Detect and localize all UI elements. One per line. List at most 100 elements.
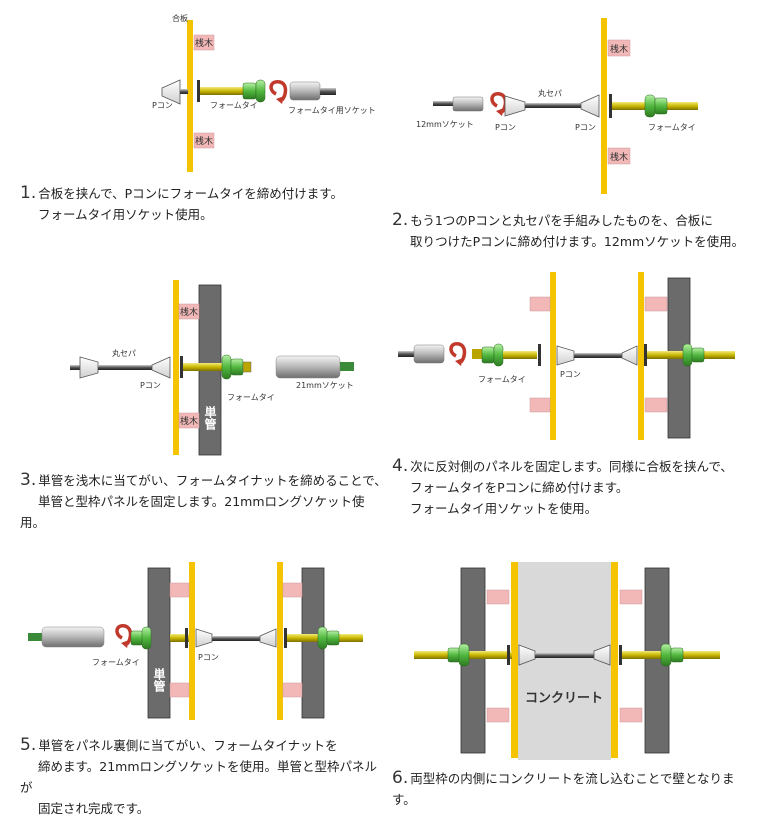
p-cone — [593, 644, 611, 666]
p-cone — [259, 628, 277, 648]
cleat — [644, 397, 668, 413]
form-tie-rod — [200, 87, 244, 95]
p-cone-bolt — [180, 89, 188, 94]
cleat — [529, 296, 551, 312]
cleat — [619, 707, 643, 723]
cleat — [169, 682, 190, 698]
plywood-board — [550, 272, 556, 440]
form-tie-socket-shank — [398, 351, 414, 357]
caption-line: 固定され完成です。 — [38, 801, 150, 816]
cleat — [486, 589, 510, 605]
plywood-board — [611, 562, 618, 758]
caption-line: が — [20, 780, 33, 795]
steel-pipe-label: 単管 — [152, 667, 166, 693]
form-tie-socket — [413, 344, 445, 364]
form-tie-label: フォームタイ — [210, 101, 258, 110]
step-number: 6. — [392, 768, 409, 788]
step-number: 5. — [20, 735, 37, 755]
concrete-label: コンクリート — [525, 691, 603, 706]
form-tie-label: フォームタイ — [478, 375, 526, 384]
washer — [644, 344, 647, 366]
form-tie-nut — [660, 643, 672, 667]
cleat-label: 桟木 — [180, 415, 198, 427]
p-cone-label: Pコン — [560, 370, 581, 379]
socket-21mm — [275, 355, 341, 379]
panel-2: 桟木 桟木 12mmソケット Pコン 丸セパ Pコン フォームタイ — [416, 18, 698, 194]
step-number: 4. — [392, 456, 409, 476]
caption-line: 両型枠の内側にコンクリートを流し込むことで壁となりま — [410, 771, 735, 786]
separator-rod — [535, 653, 594, 658]
step-2-caption: 2.もう1つのPコンと丸セパを手組みしたものを、合板に 取りつけたPコンに締め付… — [392, 210, 744, 252]
plywood-board — [173, 280, 179, 455]
separator-rod — [70, 365, 80, 370]
form-tie-nut — [447, 647, 461, 663]
p-cone — [621, 345, 638, 366]
plywood-board — [601, 18, 607, 194]
steel-pipe-label: 単管 — [203, 405, 217, 431]
p-cone-label: Pコン — [152, 101, 173, 110]
step-1-caption: 1.合板を挟んで、Pコンにフォームタイを締め付けます。 フォームタイ用ソケット使… — [20, 183, 343, 225]
separator-rod — [98, 365, 152, 370]
form-tie-nut — [493, 343, 504, 367]
cleat-label: 桟木 — [610, 151, 628, 163]
caption-line: 単管と型枠パネルを固定します。21mmロングソケット使 — [38, 494, 365, 509]
p-cone — [580, 94, 600, 118]
form-tie-nut — [141, 626, 152, 650]
form-tie-rod — [170, 634, 189, 642]
form-tie-socket-label: フォームタイ用ソケット — [288, 106, 376, 115]
step-number: 3. — [20, 470, 37, 490]
cleat — [282, 682, 303, 698]
form-tie-nut — [130, 630, 144, 646]
cleat — [193, 132, 215, 149]
caption-line: フォームタイ用ソケットを使用。 — [410, 501, 598, 516]
cleat — [178, 303, 200, 320]
form-tie-nut — [691, 347, 705, 363]
panel-6: コンクリート — [414, 562, 720, 760]
form-tie-nut — [654, 97, 668, 115]
separator-label: 丸セパ — [538, 88, 562, 98]
form-tie-rod — [503, 351, 537, 359]
plywood-board — [638, 272, 644, 440]
rotate-arrow-icon — [115, 624, 133, 646]
cleat-label: 桟木 — [180, 306, 198, 318]
washer — [284, 628, 287, 648]
socket-21mm-label: 21mmソケット — [296, 381, 354, 390]
form-tie-nut — [644, 94, 656, 118]
form-tie-nut — [326, 630, 340, 646]
washer — [197, 80, 200, 102]
form-tie-rod — [183, 363, 246, 371]
washer — [538, 344, 541, 366]
cleat — [529, 397, 551, 413]
rotate-arrow-head — [496, 108, 504, 116]
panel-1: 合板 桟木 桟木 Pコン フォームタイ フォームタイ用ソケット — [152, 13, 376, 172]
separator-rod — [212, 636, 260, 641]
panel-3: 単管 桟木 桟木 丸セパ Pコン フォームタイ 21mmソケット — [70, 280, 354, 456]
form-tie-nut — [221, 354, 232, 380]
caption-line: 用。 — [20, 515, 46, 530]
form-tie-label: フォームタイ — [92, 658, 140, 667]
plywood-board — [511, 562, 518, 758]
caption-line: 取りつけたPコンに締め付けます。12mmソケットを使用。 — [410, 234, 745, 249]
washer — [185, 628, 188, 648]
caption-line: 単管をパネル裏側に当てがい、フォームタイナットを — [38, 738, 338, 753]
step-number: 1. — [20, 183, 37, 203]
socket-12mm-shank — [433, 101, 453, 106]
rotate-arrow-icon — [449, 342, 467, 364]
cleat — [607, 147, 631, 165]
plywood-label: 合板 — [172, 13, 188, 23]
socket-21mm-tip — [340, 362, 354, 371]
form-tie-nut — [317, 626, 328, 650]
cleat — [193, 34, 215, 51]
rotate-arrow-head — [121, 640, 129, 648]
cleat-label: 桟木 — [195, 135, 213, 147]
socket-12mm — [452, 96, 484, 112]
caption-line: 単管を浅木に当てがい、フォームタイナットを締めることで、 — [38, 473, 387, 488]
p-cone — [556, 345, 575, 366]
form-tie-nut — [670, 647, 684, 663]
step-number: 2. — [392, 210, 409, 230]
plywood-board — [189, 562, 195, 720]
washer — [180, 356, 183, 378]
rotate-arrow-head — [455, 358, 463, 366]
p-cone — [504, 95, 526, 117]
plywood-board — [187, 20, 193, 172]
